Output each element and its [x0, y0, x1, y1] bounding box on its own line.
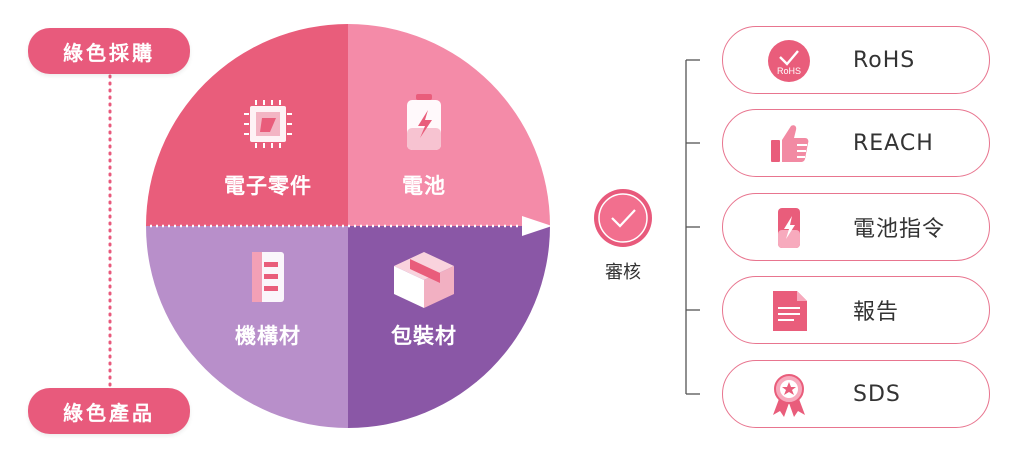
badge-label-sds: SDS: [853, 381, 901, 407]
badge-label-battery-directive: 電池指令: [853, 217, 946, 242]
battery-icon: [407, 94, 441, 150]
quadrant-label-battery: 電池: [402, 174, 446, 198]
badge-label-reach: REACH: [853, 130, 934, 156]
badge-sds: SDS: [722, 360, 990, 428]
tag-green-procurement: 綠色採購: [28, 28, 190, 74]
badge-label-rohs: RoHS: [853, 47, 916, 73]
battery-icon: [778, 208, 800, 248]
review-label: 審核: [605, 262, 641, 283]
svg-text:RoHS: RoHS: [777, 66, 801, 76]
badge-battery-directive: 電池指令: [722, 193, 990, 261]
check-circle-icon: [594, 189, 652, 247]
badge-label-report: 報告: [853, 300, 900, 325]
tag-green-product: 綠色產品: [28, 388, 190, 434]
chip-icon: [244, 100, 292, 148]
quadrant-mechanical: [146, 226, 348, 428]
quadrant-label-packaging: 包裝材: [391, 324, 457, 348]
rohs-check-icon: RoHS: [768, 40, 810, 82]
badge-report: 報告: [722, 276, 990, 344]
award-ribbon-icon: [773, 374, 805, 417]
badge-rohs: RoHS RoHS: [722, 26, 990, 94]
document-icon: [773, 291, 807, 331]
quadrant-label-electronic-parts: 電子零件: [224, 174, 312, 198]
flow-arrow-head: [522, 216, 552, 236]
package-box-icon: [394, 252, 454, 308]
badge-reach: REACH: [722, 109, 990, 177]
quadrant-battery: [348, 24, 550, 226]
quadrant-label-mechanical: 機構材: [235, 324, 301, 348]
thumbs-up-icon: [771, 125, 809, 162]
mechanical-part-icon: [252, 252, 284, 302]
